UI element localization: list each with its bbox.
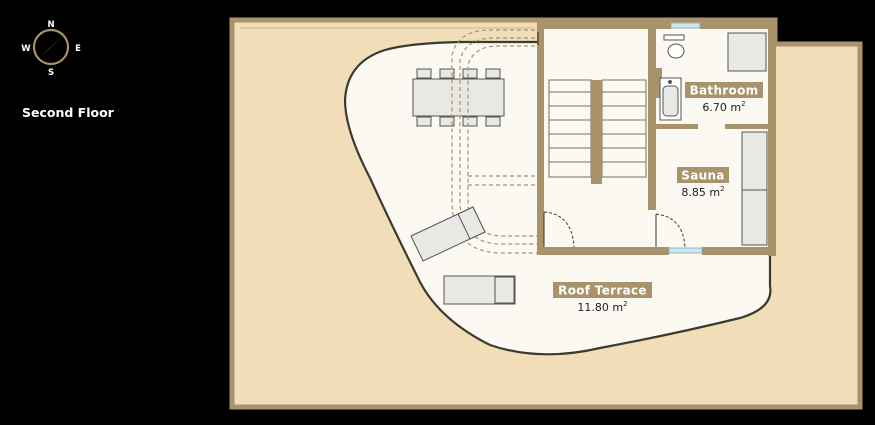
compass-icon: N S E W (21, 20, 81, 78)
label-roof-terrace: Roof Terrace 11.80 m2 (553, 282, 652, 314)
compass-ring (32, 28, 70, 66)
label-sauna-box (677, 167, 729, 183)
label-bathroom-name: Bathroom (690, 84, 759, 98)
window-top (670, 22, 701, 29)
wall-bath-small (656, 68, 662, 98)
wall-stair-right (648, 22, 656, 210)
walls (537, 22, 776, 256)
label-sauna: Sauna 8.85 m2 (677, 167, 729, 199)
compass-needle-north (49, 36, 63, 49)
dining-chairs (416, 68, 501, 127)
floor-label: Second Floor (22, 105, 115, 120)
stair-door-swing (543, 211, 575, 248)
dining-table (412, 68, 505, 127)
label-sauna-area: 8.85 m2 (681, 185, 724, 199)
compass-south-label: S (48, 68, 54, 78)
wall-partition-left (656, 124, 698, 129)
sauna-bench (741, 131, 768, 246)
label-bathroom-box (685, 82, 763, 98)
wall-bottom-left (537, 247, 669, 255)
label-bathroom-area: 6.70 m2 (702, 100, 745, 114)
wall-stair-left (537, 22, 544, 254)
sun-lounger-1 (410, 206, 486, 262)
bathtub-icon (659, 77, 682, 121)
wall-bottom-right (702, 247, 776, 255)
sauna-door-swing (655, 213, 686, 248)
window-bottom (668, 247, 703, 254)
wall-top-left (537, 22, 671, 29)
sun-lounger-2 (443, 275, 516, 305)
compass-north-label: N (47, 20, 54, 30)
toilet-icon (663, 34, 685, 59)
dashed-overhead-lines (451, 29, 537, 254)
wall-right (768, 22, 776, 256)
sink-icon (727, 32, 767, 72)
compass-west-label: W (21, 44, 31, 54)
compass-needle-south (39, 45, 53, 58)
label-terrace-box (553, 282, 652, 298)
compass-east-label: E (75, 44, 81, 54)
label-sauna-name: Sauna (681, 169, 724, 183)
wall-partition-right (725, 124, 770, 129)
label-bathroom: Bathroom 6.70 m2 (685, 82, 763, 114)
label-terrace-name: Roof Terrace (558, 284, 647, 298)
wall-top-right (700, 22, 776, 29)
staircase (548, 79, 647, 184)
label-terrace-area: 11.80 m2 (577, 300, 627, 314)
